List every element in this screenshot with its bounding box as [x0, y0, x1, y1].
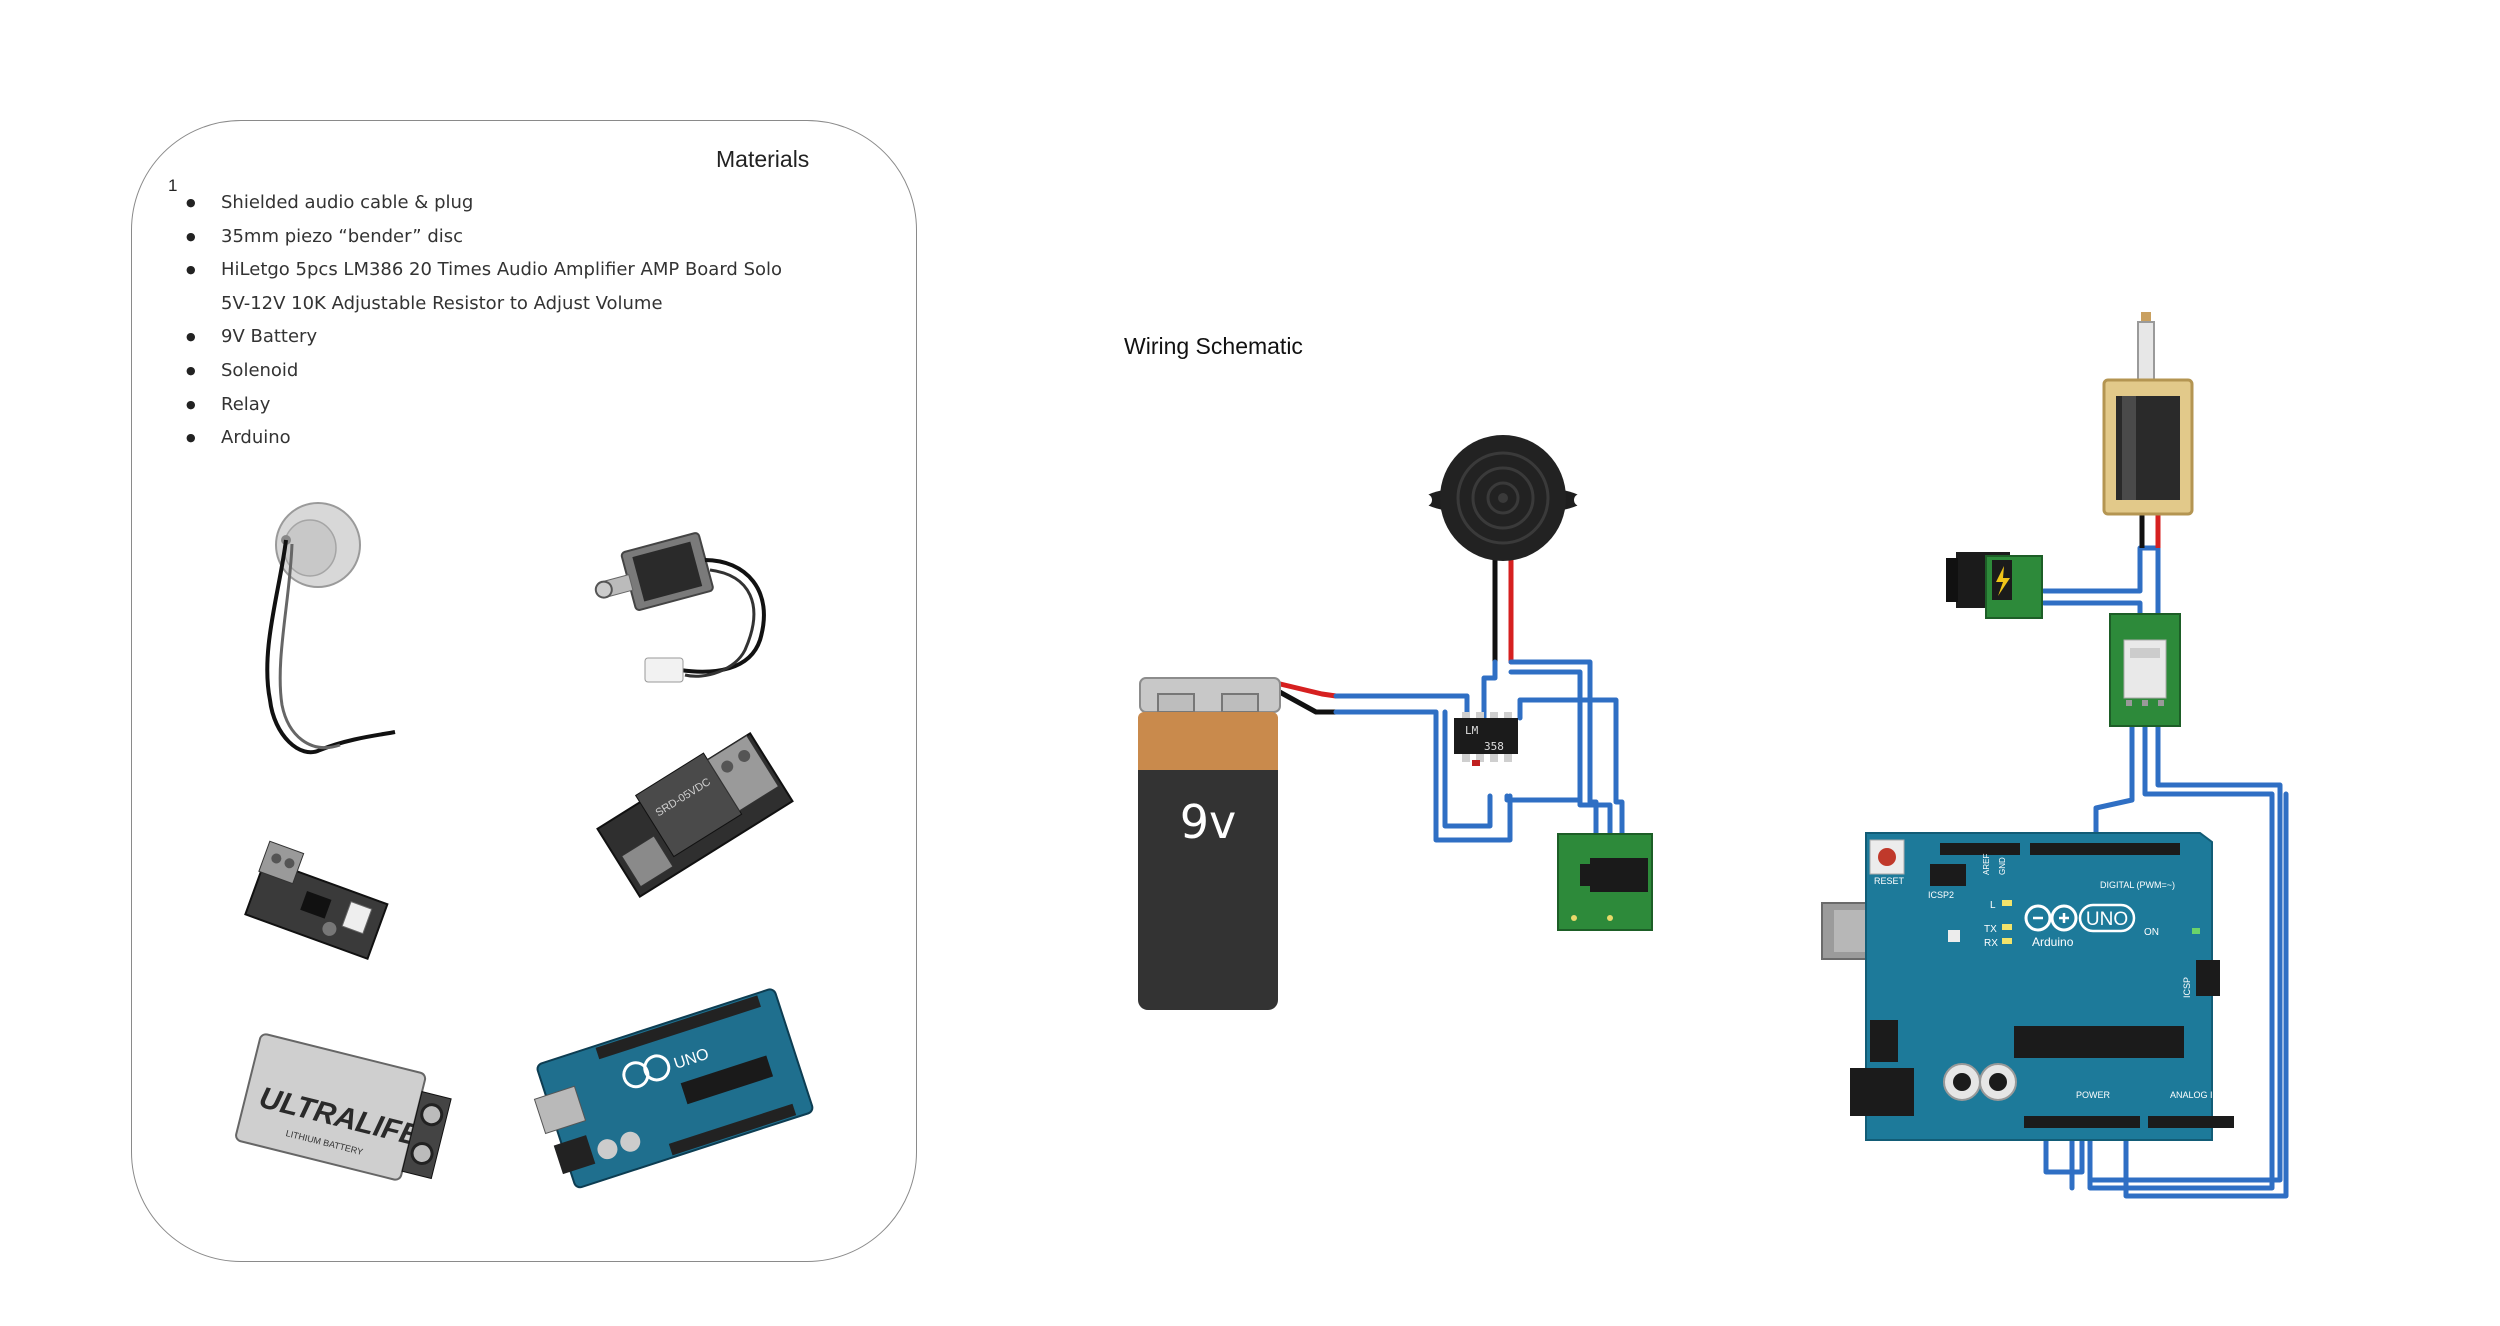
wire — [2123, 791, 2289, 1199]
schematic-title: Wiring Schematic — [1124, 333, 1303, 359]
icsp-header — [2196, 960, 2220, 996]
wire — [1508, 669, 1613, 839]
reset-button[interactable] — [1878, 848, 1896, 866]
aref-label: AREF — [1982, 854, 1991, 875]
arduino-logo-icon — [2024, 904, 2052, 932]
icsp2-label: ICSP2 — [1928, 890, 1954, 900]
digital-header-left — [1940, 843, 2020, 855]
dc-power-jack — [1946, 552, 2043, 619]
chip-label-top: LM — [1465, 724, 1479, 737]
reset-label: RESET — [1874, 876, 1905, 886]
battery-black-lead — [1273, 687, 1339, 715]
wire — [1442, 709, 1493, 829]
wire — [1504, 793, 1581, 803]
analog-label: ANALOG IN — [2170, 1090, 2219, 1100]
chip-body — [1454, 718, 1518, 754]
list-item: Relay — [186, 388, 781, 422]
amplifier-board-photo — [244, 840, 389, 961]
relay-photo: SRD-05VDC — [596, 732, 794, 898]
wire — [1333, 709, 1513, 843]
piezo-disc-photo — [265, 502, 396, 754]
digital-header-right — [2030, 843, 2180, 855]
materials-title: Materials — [716, 146, 810, 172]
arduino-photo: UNO — [533, 988, 814, 1189]
battery-top-band — [1138, 712, 1278, 770]
list-item: 9V Battery — [186, 320, 781, 354]
list-item: HiLetgo 5pcs LM386 20 Times Audio Amplif… — [186, 253, 791, 320]
power-label: POWER — [2076, 1090, 2111, 1100]
on-label: ON — [2144, 927, 2159, 938]
power-bolt-icon — [1996, 566, 2010, 596]
led-l-label: L — [1990, 900, 1996, 911]
atmega-chip — [2014, 1026, 2184, 1058]
wire — [1517, 697, 1625, 839]
piezo-buzzer — [1420, 435, 1586, 561]
battery-terminal-pos — [1221, 693, 1259, 713]
power-header — [2024, 1116, 2140, 1128]
battery-red-lead — [1273, 680, 1339, 699]
materials-card — [131, 120, 917, 1262]
lm358-chip: LM 358 — [1454, 712, 1518, 766]
wire — [2087, 720, 2283, 1183]
page-number: 1 — [168, 176, 178, 195]
solenoid — [2102, 312, 2194, 516]
left-wires — [1273, 553, 1625, 843]
list-item: Shielded audio cable & plug — [186, 186, 781, 220]
right-wires — [2041, 545, 2289, 1199]
battery-label: 9v — [1180, 795, 1237, 849]
battery-photo: ULTRALIFE LITHIUM BATTERY — [235, 1033, 452, 1181]
analog-header — [2148, 1116, 2234, 1128]
solenoid-photo — [594, 532, 766, 683]
wire — [2093, 720, 2135, 849]
wire — [1333, 693, 1470, 721]
power-jack — [1850, 1068, 1914, 1116]
led-rx-label: RX — [1984, 938, 1998, 949]
materials-list: Shielded audio cable & plug 35mm piezo “… — [186, 186, 791, 455]
voltage-regulator — [1870, 1020, 1898, 1062]
solenoid-leads — [2139, 514, 2161, 548]
battery-terminal-neg — [1157, 693, 1195, 713]
list-item: Arduino — [186, 421, 781, 455]
solenoid-plunger — [2137, 321, 2155, 381]
gnd-label: GND — [1998, 857, 2007, 875]
battery-body — [1138, 770, 1278, 1010]
arduino-brand: Arduino — [2032, 935, 2074, 949]
list-item: 35mm piezo “bender” disc — [186, 220, 781, 254]
uno-label: UNO — [2086, 909, 2128, 930]
arduino-uno: RESET ICSP2 AREF GND DIGITAL (PWM=~) L T… — [1821, 832, 2234, 1141]
icsp-label: ICSP — [2182, 977, 2192, 998]
led-tx-label: TX — [1984, 924, 1997, 935]
audio-jack-board — [1557, 833, 1653, 931]
list-item: Solenoid — [186, 354, 781, 388]
wire — [1481, 659, 1498, 721]
chip-label-bottom: 358 — [1484, 740, 1504, 753]
wire — [2043, 1125, 2085, 1175]
battery-9v: 9v — [1138, 677, 1281, 1010]
wire — [1508, 659, 1599, 839]
digital-label: DIGITAL (PWM=~) — [2100, 880, 2175, 890]
relay-module — [2109, 613, 2181, 727]
wire — [2041, 545, 2161, 594]
jack-socket — [1590, 858, 1648, 892]
